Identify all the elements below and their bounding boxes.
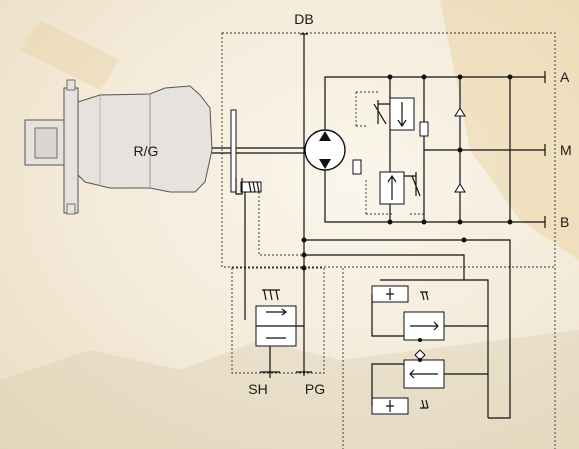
filter-left	[352, 159, 362, 175]
brake-cylinder	[235, 178, 262, 195]
db-label: DB	[294, 11, 313, 27]
port-a-label: A	[560, 69, 570, 85]
pg-label: PG	[305, 381, 325, 397]
brake-disc	[230, 109, 237, 193]
port-b-label: B	[560, 214, 569, 230]
sh-label: SH	[248, 381, 267, 397]
db-valve-block-boundary	[221, 32, 556, 268]
check-valves	[454, 107, 466, 193]
filter-right	[419, 121, 429, 137]
port-m-label: M	[560, 142, 572, 158]
relief-valve-lower	[365, 171, 424, 215]
drive-shaft	[212, 147, 305, 154]
relief-valve-upper	[355, 91, 415, 131]
line-m	[460, 144, 546, 156]
return-line	[304, 239, 511, 419]
swing-motor-gear-housing	[24, 79, 213, 215]
sh-pg-block-boundary	[231, 267, 325, 374]
lower-valve-assembly	[371, 279, 489, 418]
line-a	[324, 76, 545, 130]
motor-label: R/G	[134, 143, 159, 159]
sh-pg-valve	[255, 268, 312, 378]
line-b	[324, 170, 545, 223]
hydraulic-motor-symbol	[304, 129, 346, 171]
